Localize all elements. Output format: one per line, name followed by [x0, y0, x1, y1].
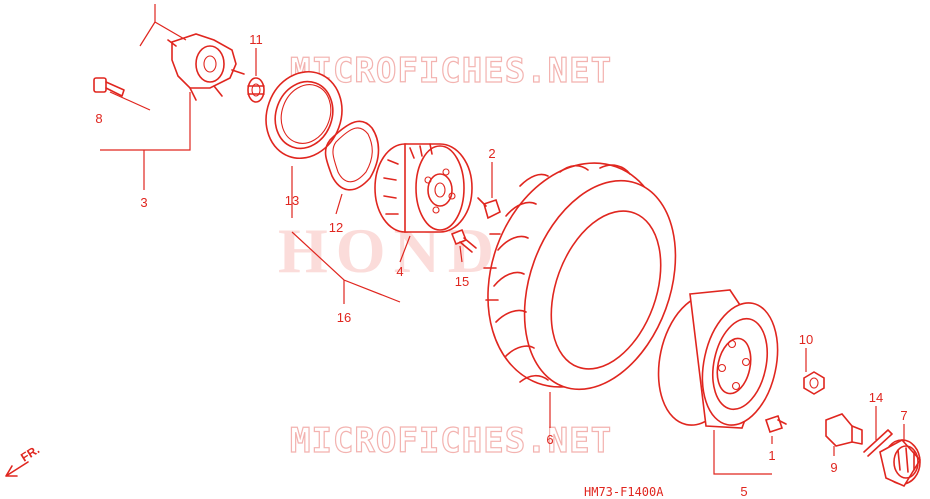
bearing-part: [247, 77, 265, 103]
callout-13: 13: [285, 193, 299, 208]
castle-nut-part: [825, 413, 863, 447]
wheel-rim-part: [657, 289, 779, 429]
callout-15: 15: [455, 274, 469, 289]
brake-drum-part: [374, 143, 473, 233]
oil-seal-ring-part: [265, 70, 343, 160]
callout-1: 1: [768, 448, 775, 463]
drum-bolt-part: [477, 197, 501, 220]
callout-7: 7: [900, 408, 907, 423]
callout-5: 5: [740, 484, 747, 499]
site-watermark-top: MICROFICHES.NET: [290, 51, 612, 91]
diagram-code: HM73-F1400A: [584, 485, 664, 499]
callout-3: 3: [140, 195, 147, 210]
direction-label: FR.: [18, 442, 42, 464]
callout-10: 10: [799, 332, 813, 347]
callout-2: 2: [488, 146, 495, 161]
cotter-pin-part: [863, 429, 893, 457]
o-ring-part: [324, 120, 380, 191]
arrow-icon: [5, 461, 29, 477]
callout-9: 9: [830, 460, 837, 475]
hub-part: [167, 33, 245, 101]
callout-6: 6: [546, 432, 553, 447]
callout-16: 16: [337, 310, 351, 325]
callout-4: 4: [396, 264, 403, 279]
callout-8: 8: [95, 111, 102, 126]
tire-part: [483, 162, 677, 391]
callout-14: 14: [869, 390, 883, 405]
valve-stem-part: [764, 414, 787, 434]
callout-12: 12: [329, 220, 343, 235]
hub-bolt-part: [93, 77, 125, 97]
hub-cap-part: [879, 438, 921, 488]
site-watermark-bottom: MICROFICHES.NET: [290, 421, 612, 461]
callout-11: 11: [249, 32, 263, 47]
flange-bolt-part: [450, 228, 477, 253]
wheel-nut-part: [803, 371, 825, 395]
leader-lines: [100, 4, 905, 475]
front-direction-indicator: FR.: [5, 442, 42, 477]
